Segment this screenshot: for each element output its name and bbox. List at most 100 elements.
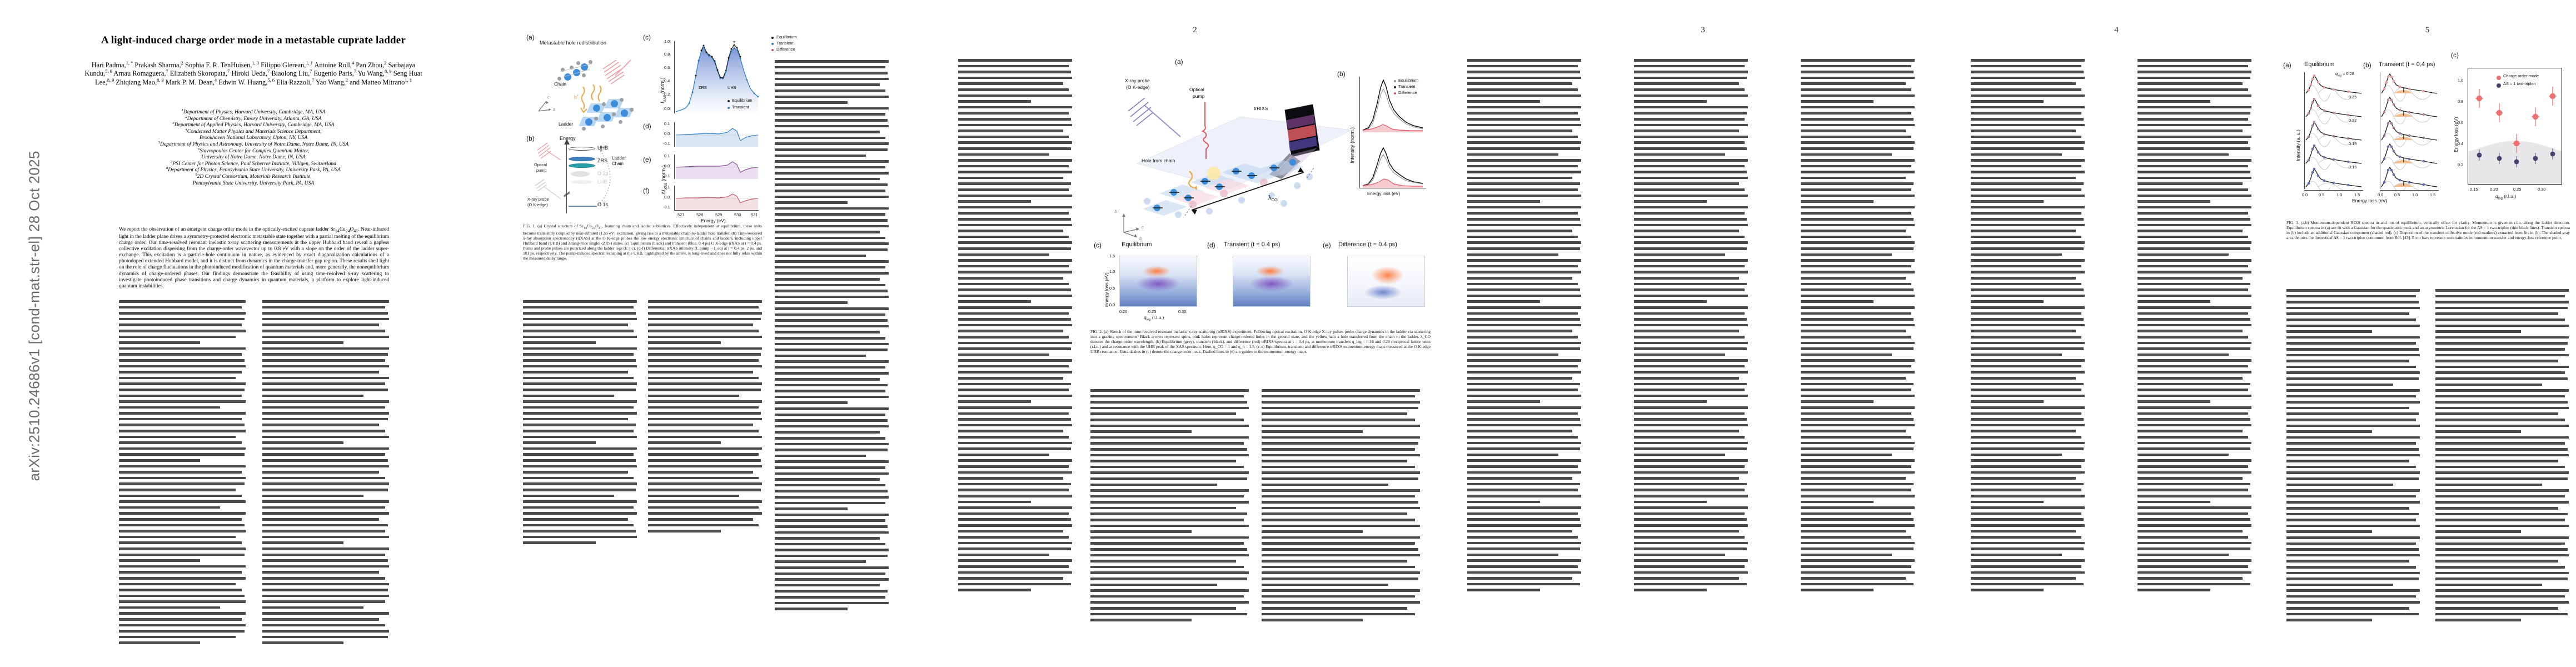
fig1-b-pump-label2: pump bbox=[536, 168, 547, 173]
page2-bottom-left bbox=[1090, 389, 1249, 625]
fig3-b-xtick-0: 0.0 bbox=[2378, 192, 2384, 197]
fig2-b-legend-dot-equilibrium bbox=[1394, 80, 1396, 82]
legend-label-transient: Transient bbox=[776, 41, 794, 46]
fig3-a-spectra bbox=[2305, 74, 2362, 190]
fig2-c-title: Equilibrium bbox=[1122, 241, 1152, 248]
fig1-xtick-527: 527 bbox=[677, 212, 685, 217]
fig3-a-q-label-0: qleg = 0.28 bbox=[2335, 71, 2354, 78]
fig2-panel-label-d: (d) bbox=[1207, 241, 1215, 249]
oxygen-atom bbox=[576, 61, 580, 65]
page1-far-column bbox=[775, 60, 889, 614]
fig1-a-chain-label: Chain bbox=[554, 81, 566, 87]
fig1-a-axis-c: c bbox=[547, 94, 550, 99]
fig1-b-lhb-label: LHB bbox=[597, 179, 607, 185]
fig3-c-dispersion-scatter bbox=[2468, 87, 2562, 184]
fig1-c-xas-curves bbox=[675, 41, 759, 113]
page4-column-left bbox=[1971, 59, 2085, 595]
oxygen-atom bbox=[582, 127, 586, 131]
fig2-a-pump-label: Optical bbox=[1189, 87, 1204, 92]
affiliation-line: 8Department of Physics, Pennsylvania Sta… bbox=[166, 166, 341, 173]
fig3-c-ytick-4: 0.4 bbox=[2458, 141, 2464, 146]
page5-column-right bbox=[2435, 289, 2569, 625]
fig1-b-o1s-label: O 1s bbox=[597, 202, 609, 207]
oxygen-atom bbox=[620, 98, 624, 102]
fig1-b-zrs-label: ZRS bbox=[597, 158, 607, 163]
fig1-b-energy-axis-label: Energy bbox=[560, 136, 576, 141]
copper-atom bbox=[593, 104, 600, 112]
lhb-band bbox=[571, 180, 593, 184]
page5-column-left bbox=[2286, 289, 2420, 625]
fig1-c-legend-dot-transient bbox=[728, 107, 730, 109]
crystal-axes-icon bbox=[1122, 213, 1139, 237]
zrs-band-ladder bbox=[569, 157, 595, 161]
copper-atom bbox=[604, 114, 611, 121]
oxygen-atom bbox=[619, 120, 622, 124]
optical-pump-pulse-icon bbox=[537, 142, 561, 161]
fig1-f-x-axis bbox=[674, 210, 759, 211]
fig3-c-plot-frame bbox=[2468, 68, 2562, 185]
fig2-hm-ytick-0: 1.5 bbox=[1109, 253, 1115, 258]
body-column-left bbox=[119, 300, 246, 648]
fig2-a-ladder-lattice bbox=[1143, 159, 1314, 218]
copper-atom bbox=[585, 118, 592, 126]
fig3-c-ytick-3: 0.6 bbox=[2458, 120, 2464, 125]
axis-break-icon bbox=[564, 191, 570, 197]
fig2-hm-xtick-0: 0.20 bbox=[1119, 309, 1128, 314]
fig2-panel-label-c: (c) bbox=[1094, 241, 1102, 249]
fig2-a-pump-label2: pump bbox=[1193, 93, 1205, 99]
oxygen-atom bbox=[557, 77, 561, 81]
fig3-a-title: Equilibrium bbox=[2304, 61, 2335, 68]
oxygen-atom bbox=[602, 102, 606, 106]
fig1-b-o1s-level bbox=[569, 206, 596, 207]
fig3-a-y-axis bbox=[2304, 72, 2305, 189]
fig3-b-xtick-1: 0.5 bbox=[2394, 192, 2400, 197]
fig1-panel-label-a: (a) bbox=[526, 33, 535, 41]
fig1-xtick-530: 530 bbox=[734, 212, 741, 217]
fig2-b-legend-difference: Difference bbox=[1398, 90, 1417, 95]
fig1-def-y-label: ΔIXAS (norm.) bbox=[661, 165, 668, 195]
fig3-a-xtick-1: 0.5 bbox=[2319, 192, 2325, 197]
fig1-d-ytick-2: 0.0 bbox=[664, 131, 670, 136]
oxygen-atom bbox=[601, 125, 605, 128]
fig2-e-title: Difference (t = 0.4 ps) bbox=[1338, 241, 1397, 248]
affiliation-line: 1Department of Physics, Harvard Universi… bbox=[181, 108, 326, 115]
fig2-a-axis-c: c bbox=[1142, 225, 1144, 230]
oxygen-atom bbox=[594, 117, 598, 121]
fig1-xtick-528: 528 bbox=[696, 212, 704, 217]
fig1-c-ytick-3: 0.6 bbox=[664, 65, 670, 70]
oxygen-atom bbox=[589, 60, 592, 64]
xray-probe-pulse-icon bbox=[1128, 97, 1181, 137]
fig3-c-legend-two-triplon: ΔS = 1 two-triplon bbox=[2503, 81, 2536, 86]
fig2-hm-ytick-2: 0.5 bbox=[1109, 286, 1115, 291]
fig3-c-x-label: qleg (r.l.u.) bbox=[2495, 193, 2517, 201]
fig3-c-ytick-2: 0.8 bbox=[2458, 99, 2464, 104]
fig2-hm-xtick-2: 0.30 bbox=[1178, 309, 1187, 314]
page-title: A light-induced charge order mode in a m… bbox=[101, 34, 406, 46]
fig1-c-ytick-1: 1.0 bbox=[664, 39, 670, 44]
affiliation-line: 7PSI Center for Photon Science, Paul Sch… bbox=[171, 160, 336, 167]
fig2-a-probe-label: X-ray probe bbox=[1125, 78, 1150, 83]
fig1-f-ytick-1: 0.1 bbox=[664, 185, 670, 190]
fig2-a-axis-b: b bbox=[1115, 209, 1118, 214]
fig1-c-ytick-4: 0.4 bbox=[664, 78, 670, 83]
fig3-panel-label-c: (c) bbox=[2451, 51, 2459, 59]
fig1-e-ytick-2: 0.0 bbox=[664, 163, 670, 168]
fig2-b-legend-dot-difference bbox=[1394, 92, 1396, 94]
fig2-b-y-label: Intensity (norm.) bbox=[1349, 127, 1355, 163]
affiliation-line: 4Condensed Matter Physics and Materials … bbox=[185, 127, 322, 135]
fig1-a-title: Metastable hole redistribution bbox=[540, 40, 607, 46]
fig1-a-hole-label: h+ bbox=[574, 94, 579, 100]
fig2-heatmap-y-label: Energy loss (eV) bbox=[1104, 272, 1109, 307]
fig1-c-legend-transient: Transient bbox=[732, 104, 749, 109]
fig1-b-o2p-label: O 2p bbox=[597, 171, 609, 176]
fig1-c-ytick-5: 0.2 bbox=[664, 92, 670, 97]
xray-probe-pulse-icon bbox=[535, 179, 561, 200]
affiliation-line: 6Stavropoulos Center for Complex Quantum… bbox=[197, 147, 310, 154]
fig2-a-lambda-label: λCO bbox=[1268, 195, 1278, 203]
fig1-c-ytick-6: 0.0 bbox=[664, 106, 670, 111]
fig2-hm-xtick-1: 0.25 bbox=[1148, 309, 1157, 314]
page-4: 4 bbox=[1961, 0, 2272, 667]
fig1-panel-label-c: (c) bbox=[643, 33, 651, 41]
uhb-band bbox=[569, 147, 595, 151]
fig3-c-xtick-2: 0.20 bbox=[2490, 187, 2498, 192]
